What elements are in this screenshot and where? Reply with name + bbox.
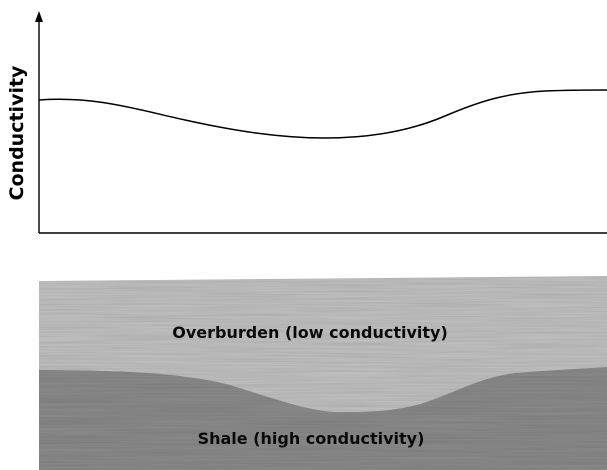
overburden-label: Overburden (low conductivity) xyxy=(172,323,448,342)
y-axis-label: Conductivity xyxy=(6,65,28,200)
y-axis-arrow xyxy=(35,11,43,22)
shale-label: Shale (high conductivity) xyxy=(198,429,425,448)
shale-layer xyxy=(39,367,607,470)
conductivity-curve xyxy=(38,89,607,139)
cross-section: Overburden (low conductivity) Shale (hig… xyxy=(39,276,607,470)
conductivity-plot: Conductivity xyxy=(6,11,607,234)
overburden-layer xyxy=(39,276,607,412)
